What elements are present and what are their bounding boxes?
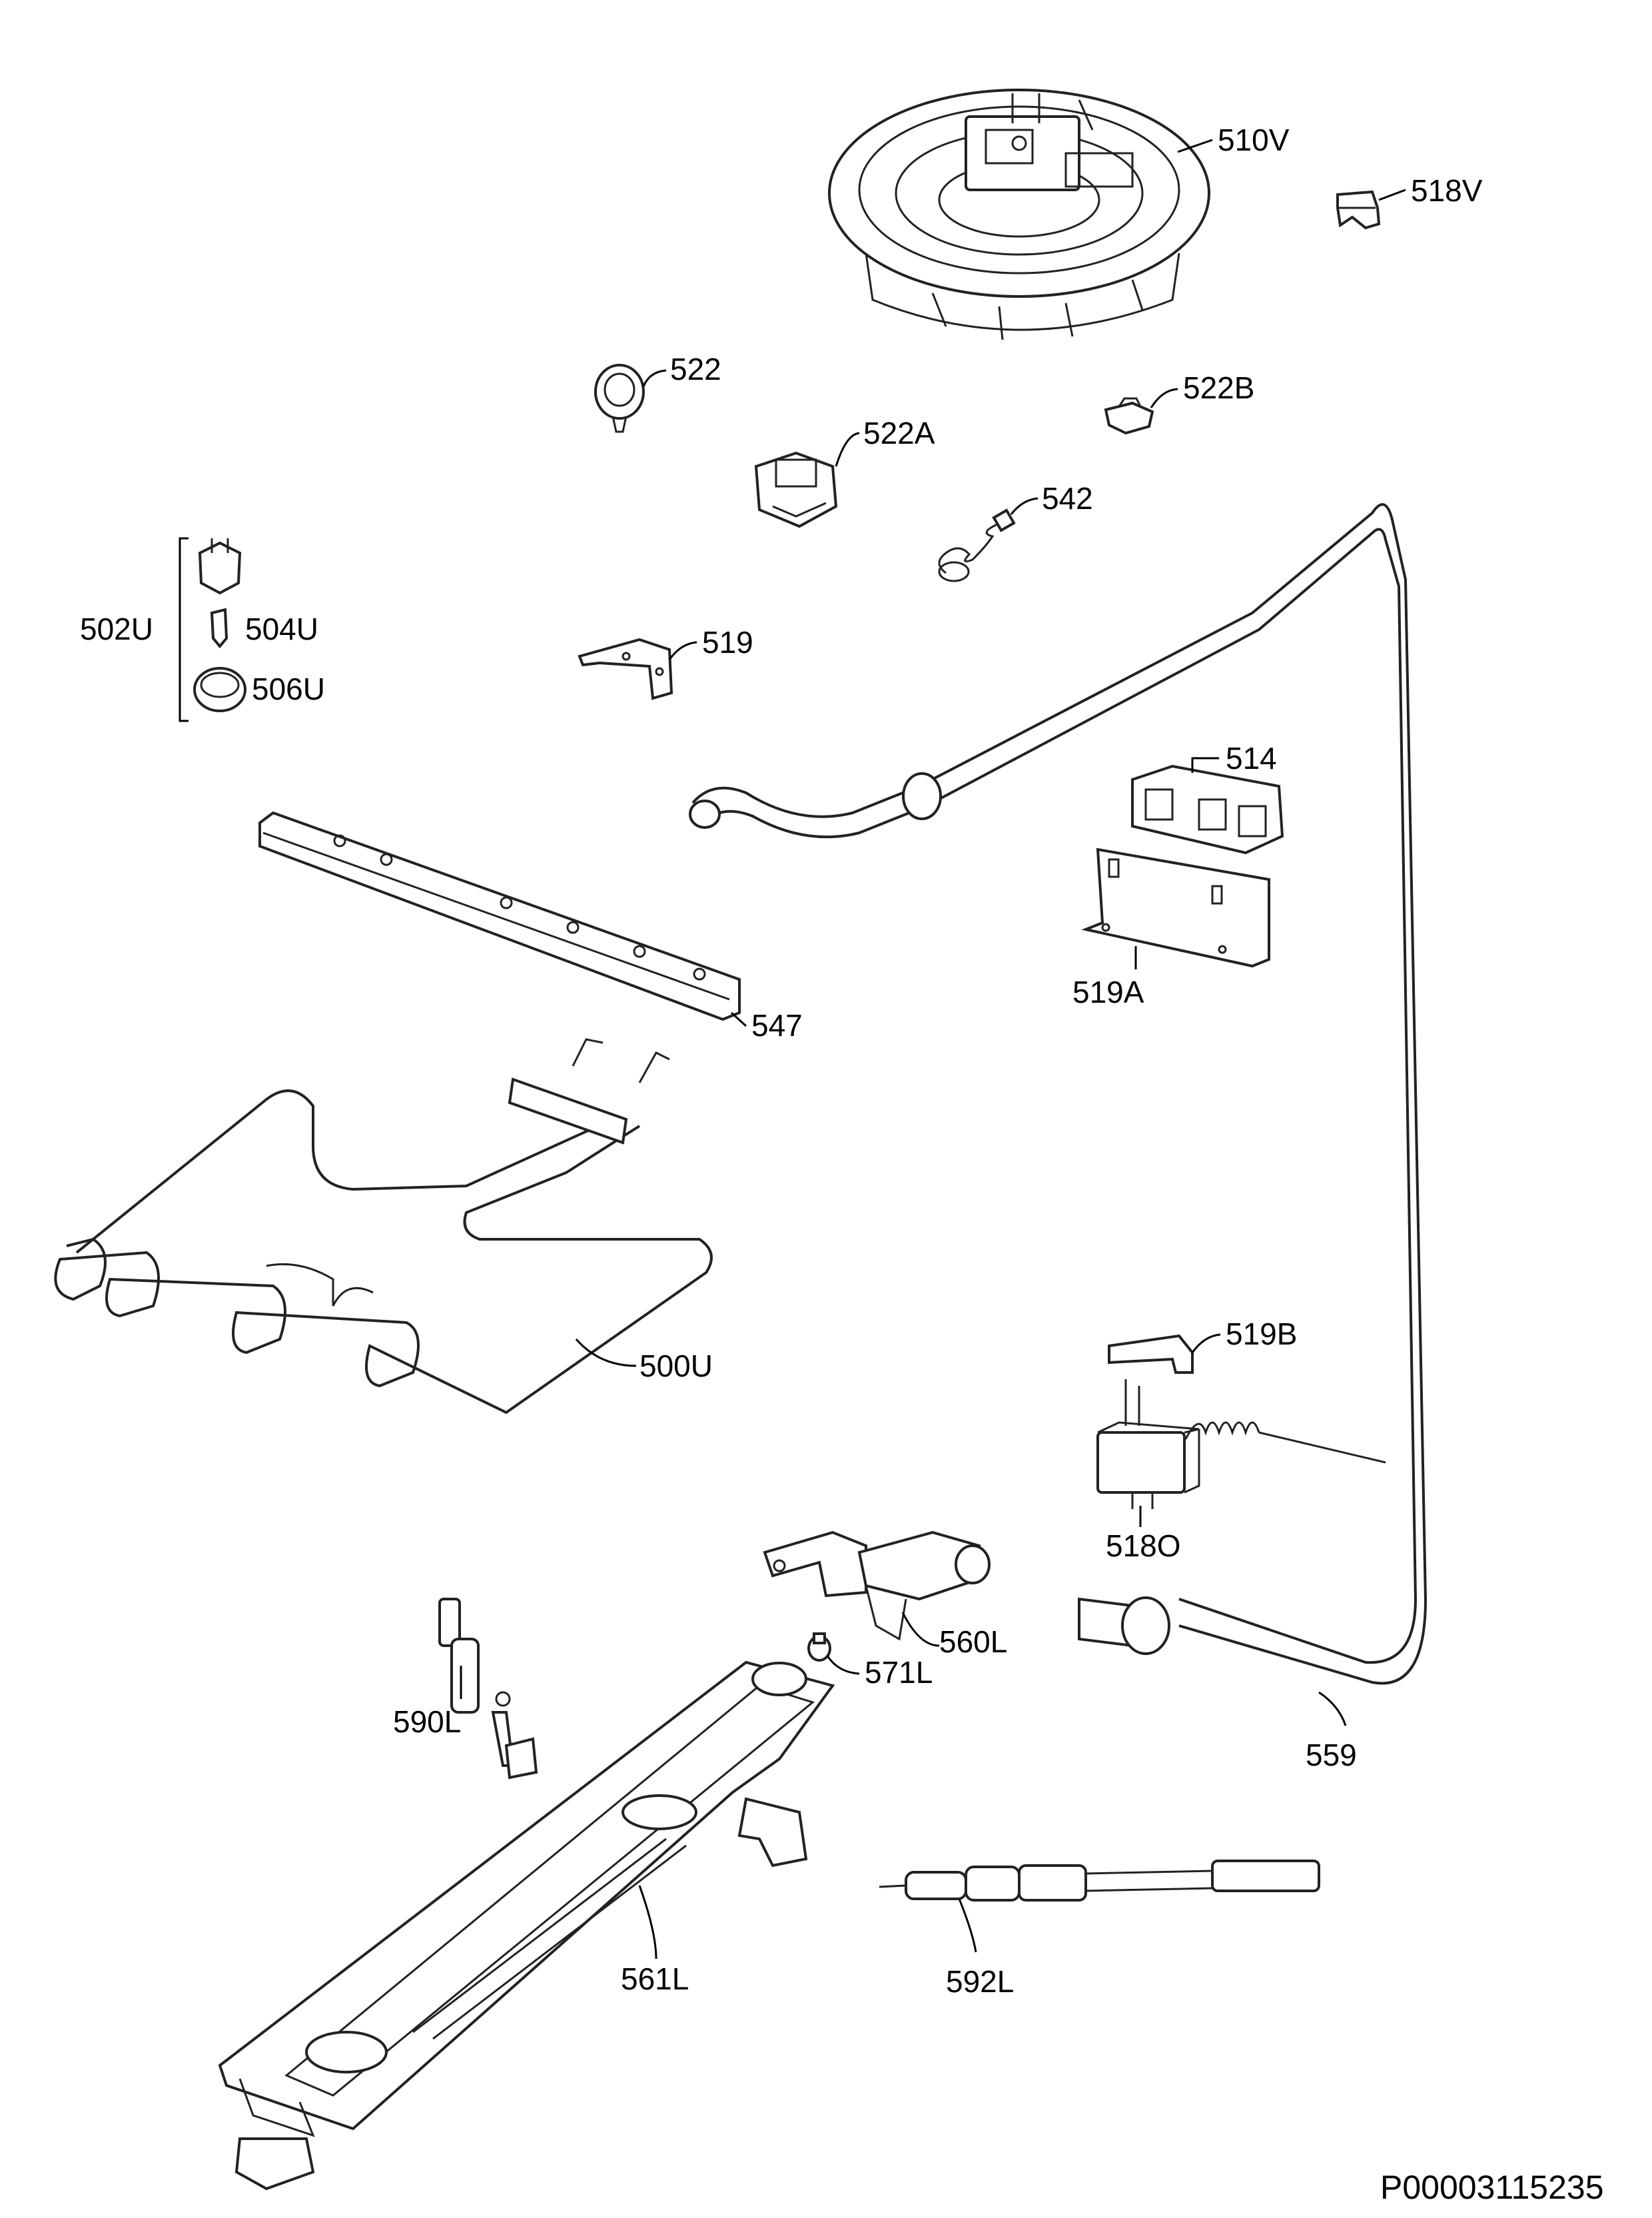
leader-560l (826, 1655, 860, 1675)
label-519b: 519B (1226, 1317, 1297, 1351)
label-506u: 506U (252, 672, 325, 706)
leader-559 (901, 1612, 940, 1647)
gas-pipe-part (689, 503, 1428, 1685)
spring-part (938, 508, 1016, 582)
label-592l: 592L (946, 1964, 1014, 1999)
lamp-group-part (179, 537, 246, 722)
label-502u: 502U (80, 612, 153, 646)
leader-519b (1191, 1333, 1221, 1353)
leader-522 (642, 369, 667, 387)
label-559: 560L (939, 1624, 1007, 1659)
lamp-socket-b-part (1104, 397, 1154, 435)
label-522: 522 (670, 352, 721, 386)
grill-element-part (54, 1038, 713, 1414)
leader-542 (1010, 497, 1038, 515)
label-522b: 522B (1183, 370, 1254, 405)
thermostat-part (1096, 1379, 1386, 1509)
label-518v: 518V (1411, 173, 1483, 208)
fan-motor-part (828, 89, 1210, 340)
bracket-519a-part (1081, 847, 1270, 968)
label-519a: 519A (1072, 975, 1144, 1009)
leader-571l (1318, 1691, 1347, 1726)
label-514: 514 (1226, 741, 1277, 776)
label-590l: 590L (393, 1704, 461, 1739)
lamp-holder-part (594, 364, 645, 433)
label-561l: 561L (621, 1961, 689, 1996)
leader-510v (1177, 139, 1213, 153)
label-519: 519 (702, 625, 753, 660)
label-500u: 500U (639, 1349, 713, 1383)
bracket-519b-part (1108, 1334, 1194, 1374)
injector-part (807, 1632, 831, 1662)
fan-clip-part (1336, 190, 1381, 230)
bracket-519-part (578, 638, 673, 700)
leader-514 (1191, 757, 1219, 773)
igniter-part (879, 1860, 1320, 1902)
leader-518v (1378, 189, 1406, 201)
valve-part (763, 1530, 991, 1641)
label-504u: 504U (245, 612, 318, 646)
leader-519 (668, 641, 697, 660)
label-518o: 518O (1106, 1528, 1181, 1563)
burner-part (218, 1660, 835, 2191)
label-510v: 510V (1218, 123, 1290, 157)
terminal-block-part (1131, 764, 1284, 855)
label-560l: 571L (865, 1655, 933, 1690)
reference-code: P00003115235 (1380, 2169, 1604, 2206)
leader-592l (958, 1898, 977, 1953)
label-522a: 522A (863, 416, 935, 450)
lamp-socket-a-part (754, 451, 838, 528)
leader-522b (1150, 388, 1178, 408)
label-547: 547 (751, 1008, 803, 1043)
thermocouple-part (438, 1598, 515, 1767)
label-571l: 559 (1306, 1738, 1357, 1772)
rail-part (258, 811, 741, 1021)
leader-561l (638, 1885, 657, 1959)
leader-547 (730, 1011, 747, 1027)
leader-522a (835, 432, 860, 467)
label-542: 542 (1042, 481, 1093, 516)
leader-500u (575, 1339, 637, 1367)
